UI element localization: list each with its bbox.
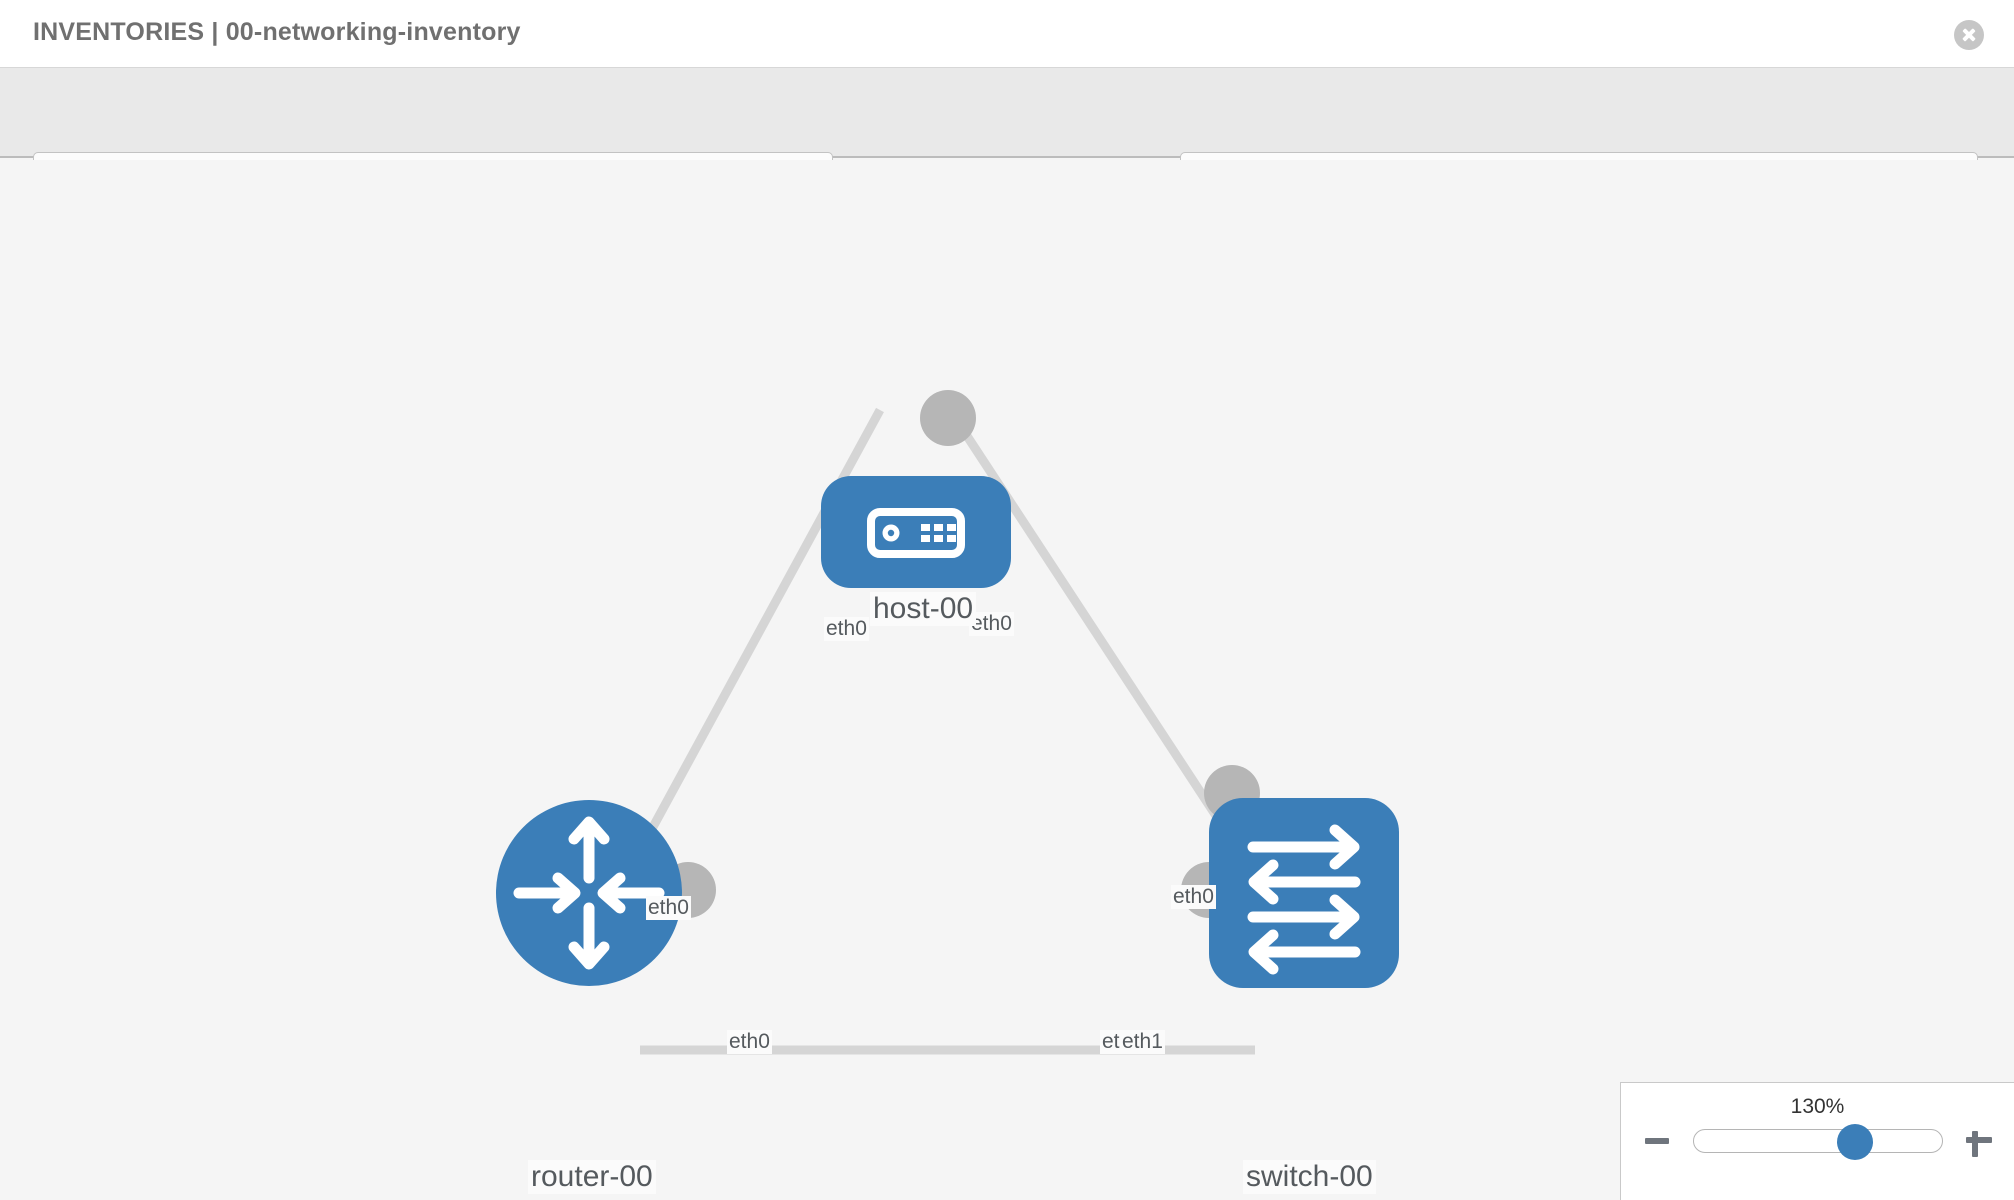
close-icon[interactable] bbox=[1954, 20, 1984, 50]
connector-dot[interactable] bbox=[920, 390, 976, 446]
switch-arrows-icon bbox=[1247, 824, 1361, 975]
link-label-eth0: eth0 bbox=[1171, 885, 1216, 910]
link-label-eth0: eth0 bbox=[969, 612, 1014, 637]
toolbar: ACTIONS SEARCH bbox=[0, 68, 2014, 204]
node-router-00[interactable] bbox=[496, 800, 682, 986]
zoom-in-button[interactable] bbox=[1962, 1123, 1996, 1157]
node-host-00[interactable] bbox=[821, 476, 1011, 588]
page-title: INVENTORIES | 00-networking-inventory bbox=[33, 18, 521, 46]
zoom-control-panel: 130% bbox=[1620, 1082, 2014, 1200]
server-icon bbox=[867, 508, 965, 558]
router-arrows-icon bbox=[513, 816, 665, 970]
zoom-slider[interactable] bbox=[1693, 1124, 1943, 1160]
node-label-host-00: host-00 bbox=[870, 592, 977, 626]
topology-canvas[interactable]: eth0 eth0 eth0 eth0 eth0 eth0 eth1 host-… bbox=[0, 160, 2014, 1200]
link-label-eth0: eth0 bbox=[646, 896, 691, 921]
zoom-percent-label: 130% bbox=[1790, 1095, 1845, 1118]
node-label-switch-00: switch-00 bbox=[1243, 1160, 1376, 1194]
topology-graph bbox=[496, 390, 1399, 1055]
node-switch-00[interactable] bbox=[1209, 798, 1399, 988]
link-label-eth0: eth0 bbox=[824, 617, 869, 642]
zoom-slider-thumb[interactable] bbox=[1837, 1124, 1874, 1160]
link-label-eth1: eth1 bbox=[1120, 1030, 1165, 1055]
link-label-eth0: eth0 bbox=[727, 1030, 772, 1055]
header-bar: INVENTORIES | 00-networking-inventory bbox=[0, 0, 2014, 68]
zoom-out-button[interactable] bbox=[1641, 1123, 1675, 1157]
node-label-router-00: router-00 bbox=[528, 1160, 656, 1194]
